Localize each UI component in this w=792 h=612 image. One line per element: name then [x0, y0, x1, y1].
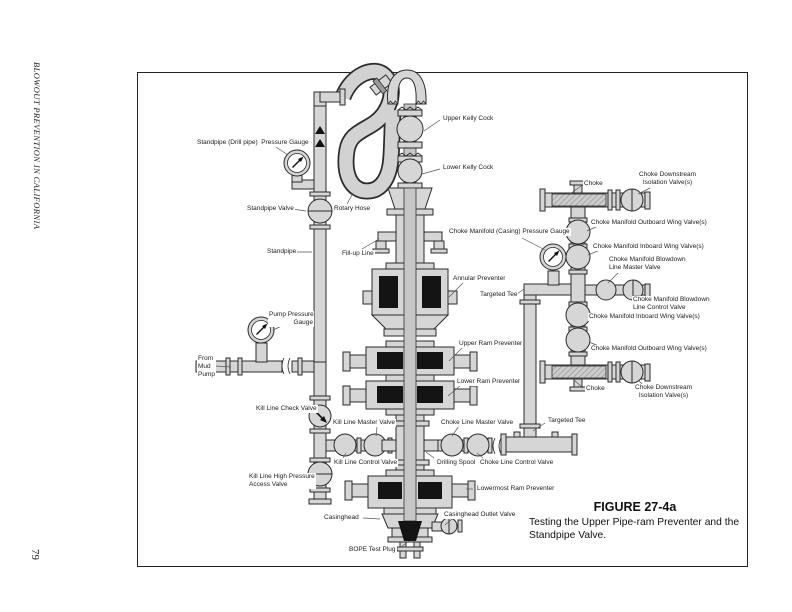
cm-inboard-wing-valve-top-shape	[565, 244, 591, 270]
label-pump-pressure-gauge: Pump Pressure Gauge	[268, 311, 314, 327]
rotary-hose-shape	[335, 62, 402, 200]
label-blowdown-control-valve: Choke Manifold Blowdown Line Control Val…	[632, 296, 711, 312]
targeted-tee-shape	[503, 436, 575, 453]
choke-bottom-shape	[551, 365, 607, 379]
label-lower-ram-preventer: Lower Ram Preventer	[456, 378, 522, 386]
label-casinghead-outlet-valve: Casinghead Outlet Valve	[443, 511, 517, 519]
label-choke-manifold-pressure-gauge: Choke Manifold (Casing) Pressure Gauge	[448, 228, 571, 236]
line-break-icon	[281, 357, 291, 375]
choke-line-master-valve-shape	[440, 433, 464, 457]
label-kill-line-master-valve: Kill Line Master Valve	[332, 419, 397, 427]
figure-caption-text: Testing the Upper Pipe-ram Preventer and…	[529, 517, 740, 541]
bope-test-plug-shape	[398, 521, 422, 541]
standpipe-pressure-gauge-icon	[283, 149, 311, 177]
label-cm-outboard-wing-top: Choke Manifold Outboard Wing Valve(s)	[590, 219, 708, 227]
choke-line	[437, 243, 578, 457]
label-cm-outboard-wing-bottom: Choke Manifold Outboard Wing Valve(s)	[590, 345, 708, 353]
label-casinghead: Casinghead	[323, 514, 360, 522]
label-standpipe-valve: Standpipe Valve	[246, 205, 295, 213]
choke-riser-pipe	[523, 283, 537, 438]
label-kill-line-hp-access-valve: Kill Line High Pressure Access Valve	[248, 473, 316, 489]
flow-arrow-icon	[315, 126, 325, 134]
label-rotary-hose: Rotary Hose	[333, 205, 372, 213]
cm-inboard-wing-valve-bottom-shape	[565, 302, 591, 328]
flow-arrow-icon	[315, 139, 325, 147]
figure-caption: FIGURE 27-4a Testing the Upper Pipe-ram …	[529, 500, 741, 542]
label-choke-bottom: Choke	[585, 385, 606, 393]
label-kill-line-check-valve: Kill Line Check Valve	[255, 405, 318, 413]
label-kill-line-control-valve: Kill Line Control Valve	[333, 459, 399, 467]
label-standpipe-pressure-gauge: Standpipe (Drill pipe) Pressure Gauge	[196, 139, 310, 147]
label-standpipe: Standpipe	[266, 248, 298, 256]
figure-title: FIGURE 27-4a	[593, 500, 677, 514]
label-targeted-tee-top: Targeted Tee	[479, 291, 519, 299]
choke-line-control-valve-shape	[466, 433, 490, 457]
label-drilling-spool: Drilling Spool	[436, 459, 477, 467]
label-upper-ram-preventer: Upper Ram Preventer	[458, 340, 524, 348]
label-cm-inboard-wing-top: Choke Manifold Inboard Wing Valve(s)	[592, 243, 705, 251]
label-choke-top: Choke	[583, 180, 604, 188]
label-choke-downstream-isolation-top: Choke Downstream Isolation Valve(s)	[638, 171, 698, 187]
fill-up-line-shape	[372, 248, 390, 254]
choke-manifold-pressure-gauge-icon	[539, 243, 567, 271]
label-from-mud-pump: From Mud Pump	[197, 355, 216, 379]
label-targeted-tee-bottom: Targeted Tee	[547, 417, 587, 425]
label-fill-up-line: Fill-up Line	[341, 250, 375, 258]
line-break-icon	[492, 437, 502, 455]
label-choke-line-control-valve: Choke Line Control Valve	[479, 459, 555, 467]
kelly-assembly	[387, 69, 427, 189]
hose-coupling	[369, 74, 393, 96]
kill-line-control-valve-shape	[333, 433, 357, 457]
label-upper-kelly-cock: Upper Kelly Cock	[442, 115, 495, 123]
bop-stack	[342, 187, 478, 559]
label-blowdown-master-valve: Choke Manifold Blowdown Line Master Valv…	[608, 256, 687, 272]
lower-kelly-cock-shape	[397, 152, 423, 189]
blowdown-master-valve-shape	[595, 279, 617, 301]
label-annular-preventer: Annular Preventer	[452, 275, 507, 283]
label-lowermost-ram-preventer: Lowermost Ram Preventer	[476, 485, 556, 493]
choke-manifold	[539, 180, 651, 392]
label-cm-inboard-wing-bottom: Choke Manifold Inboard Wing Valve(s)	[588, 313, 701, 321]
label-choke-downstream-isolation-bottom: Choke Downstream Isolation Valve(s)	[634, 384, 694, 400]
label-lower-kelly-cock: Lower Kelly Cock	[442, 164, 495, 172]
upper-kelly-cock-shape	[396, 106, 424, 149]
drill-pipe-shape	[403, 187, 417, 522]
label-choke-line-master-valve: Choke Line Master Valve	[440, 419, 515, 427]
cm-outboard-wing-valve-bottom-shape	[565, 327, 591, 353]
label-bope-test-plug: BOPE Test Plug	[348, 546, 397, 554]
choke-top-shape	[551, 193, 607, 207]
